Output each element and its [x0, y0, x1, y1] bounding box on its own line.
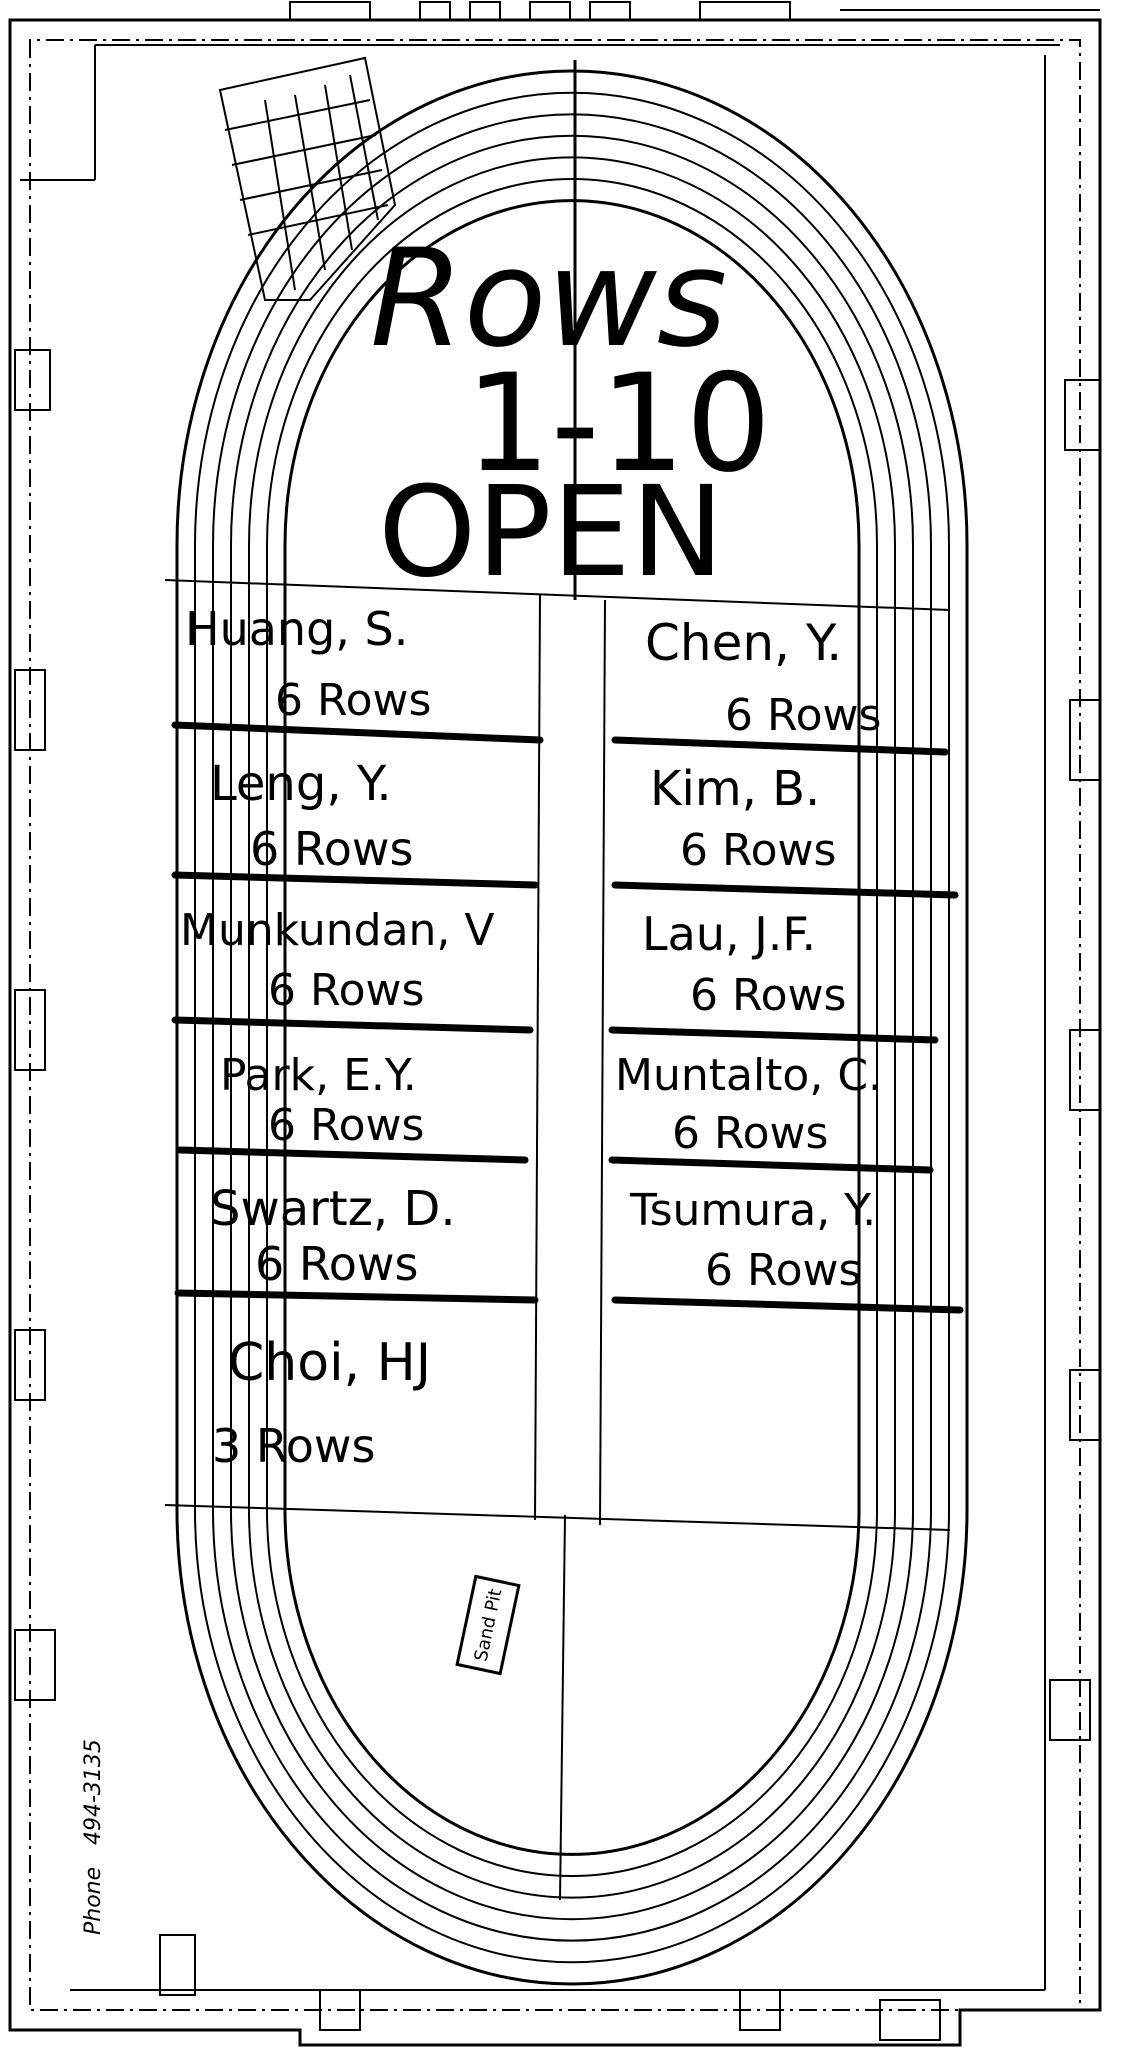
title-block: Rows 1-10 OPEN: [370, 220, 771, 605]
assignment-name: Chen, Y.: [645, 614, 842, 672]
assignment-rows: 6 Rows: [705, 1245, 861, 1296]
assignment-rows: 6 Rows: [680, 825, 836, 876]
assignment-rows: 6 Rows: [672, 1108, 828, 1159]
phone-number: 494-3135: [81, 1739, 106, 1845]
sand-pit: Sand Pit: [457, 1576, 519, 1673]
assignment-rows: 6 Rows: [268, 1100, 424, 1151]
assignment-name: Lau, J.F.: [642, 907, 816, 961]
right-assignments: Chen, Y. 6 Rows Kim, B. 6 Rows Lau, J.F.…: [615, 614, 882, 1296]
assignment-rows: 6 Rows: [725, 690, 881, 741]
assignment-name: Tsumura, Y.: [629, 1185, 876, 1236]
assignment-name: Munkundan, V: [180, 905, 495, 956]
grandstand-grid: [220, 58, 395, 300]
assignment-name: Park, E.Y.: [220, 1050, 417, 1101]
assignment-rows: 6 Rows: [255, 1237, 419, 1291]
assignment-rows: 6 Rows: [690, 970, 846, 1021]
sand-pit-label: Sand Pit: [471, 1587, 507, 1663]
assignment-name: Swartz, D.: [210, 1181, 456, 1237]
assignment-name: Huang, S.: [185, 602, 408, 656]
assignment-rows: 3 Rows: [212, 1419, 376, 1473]
assignment-rows: 6 Rows: [275, 675, 431, 726]
top-structures: [290, 2, 1100, 20]
assignment-name: Muntalto, C.: [615, 1050, 882, 1101]
phone-label: Phone: [81, 1867, 106, 1935]
assignment-name: Choi, HJ: [228, 1333, 431, 1393]
assignment-name: Leng, Y.: [210, 756, 392, 812]
title-open-status: OPEN: [378, 460, 724, 605]
assignment-rows: 6 Rows: [250, 822, 414, 876]
phone-note: Phone 494-3135: [81, 1739, 106, 1935]
assignment-rows: 6 Rows: [268, 965, 424, 1016]
assignment-name: Kim, B.: [650, 761, 820, 817]
